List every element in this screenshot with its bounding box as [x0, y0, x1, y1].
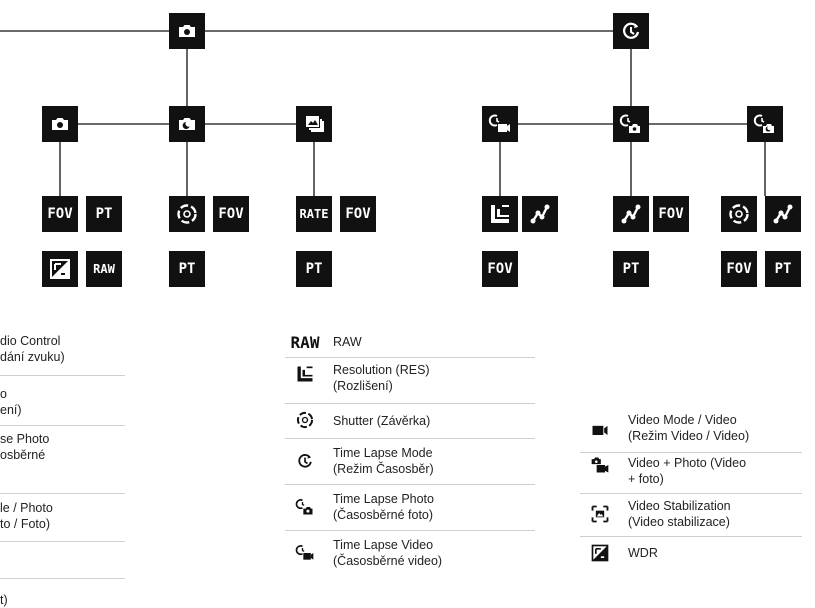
wdr-icon [50, 259, 70, 279]
protune-setting-tile: PT [296, 251, 332, 287]
legend-label: WDR [628, 546, 658, 560]
legend-label: Time Lapse Photo (Časosběrné foto) [333, 492, 434, 522]
raw-setting-tile: RAW [86, 251, 122, 287]
wdr-icon [591, 544, 609, 562]
legend-row-timelapse-photo: Time Lapse Photo (Časosběrné foto) [285, 485, 535, 531]
legend-label: Video Mode / Video (Režim Video / Video) [628, 413, 750, 443]
legend-row-timelapse-video: Time Lapse Video (Časosběrné video) [285, 531, 535, 576]
legend-row-timelapse-mode: Time Lapse Mode (Režim Časosběr) [285, 439, 535, 485]
legend-row-raw: RAW RAW [285, 330, 535, 358]
root-photo-mode-tile [169, 13, 205, 49]
legend-row-wdr: WDR [580, 537, 802, 571]
burst-mode-tile [296, 106, 332, 142]
shutter-icon [729, 204, 749, 224]
shutter-icon [296, 411, 314, 429]
fov-setting-tile: FOV [340, 196, 376, 232]
legend-label: Resolution (RES) (Rozlišení) [333, 363, 430, 393]
legend-label: Time Lapse Video (Časosběrné video) [333, 538, 443, 568]
legend-row-video-photo: Video + Photo (Video + foto) [580, 453, 802, 494]
resolution-icon [491, 205, 509, 223]
burst-icon [306, 116, 324, 132]
root-timelapse-mode-tile [613, 13, 649, 49]
video-icon [592, 425, 608, 435]
legend-label: Video Stabilization (Video stabilizace) [628, 499, 731, 529]
fov-setting-tile: FOV [482, 251, 518, 287]
camera-icon [52, 118, 68, 130]
wdr-setting-tile [42, 251, 78, 287]
camera-icon [179, 25, 195, 37]
legend-left-line: le / Photo [0, 501, 53, 515]
legend-left-line: osběrné [0, 448, 46, 462]
timelapse-photo-icon [619, 114, 640, 133]
timelapse-video-icon [488, 114, 510, 132]
legend-left-line: to / Foto) [0, 517, 51, 531]
legend-label: Shutter (Závěrka) [333, 414, 431, 428]
fov-setting-tile: FOV [721, 251, 757, 287]
mode-tree-connectors [0, 30, 766, 196]
legend-label: RAW [333, 335, 362, 349]
timelapse-icon [298, 454, 312, 468]
protune-setting-tile: PT [613, 251, 649, 287]
shutter-setting-tile [721, 196, 757, 232]
interval-setting-tile [522, 196, 558, 232]
night-photo-mode-tile [169, 106, 205, 142]
photo-mode-tile [42, 106, 78, 142]
legend-row-shutter: Shutter (Závěrka) [285, 404, 535, 439]
protune-setting-tile: PT [169, 251, 205, 287]
interval-setting-tile [765, 196, 801, 232]
interval-icon [773, 204, 793, 224]
legend-left-line: se Photo [0, 432, 50, 446]
fov-setting-tile: FOV [213, 196, 249, 232]
legend-left-line: dání zvuku) [0, 350, 65, 364]
fov-setting-tile: FOV [42, 196, 78, 232]
legend-row-resolution: Resolution (RES) (Rozlišení) [285, 358, 535, 404]
stabilization-icon [591, 505, 609, 523]
timelapse-photo-icon [295, 499, 313, 515]
timelapse-photo-mode-tile [613, 106, 649, 142]
legend-left-line: dio Control [0, 334, 61, 348]
protune-setting-tile: PT [86, 196, 122, 232]
night-lapse-mode-tile [747, 106, 783, 142]
interval-setting-tile [613, 196, 649, 232]
night-lapse-icon [753, 114, 774, 133]
legend-right: Video Mode / Video (Režim Video / Video)… [580, 408, 802, 588]
timelapse-video-mode-tile [482, 106, 518, 142]
night-photo-icon [179, 118, 195, 130]
raw-glyph: RAW [290, 333, 320, 352]
rate-setting-tile: RATE [296, 196, 332, 232]
video-photo-icon [591, 457, 609, 473]
legend-row-video-mode: Video Mode / Video (Režim Video / Video) [580, 408, 802, 453]
shutter-setting-tile [169, 196, 205, 232]
legend-middle: RAW RAW Resolution (RES) (Rozlišení) Shu… [285, 330, 535, 590]
timelapse-icon [623, 22, 640, 39]
fov-setting-tile: FOV [653, 196, 689, 232]
legend-label: Video + Photo (Video + foto) [628, 456, 747, 486]
legend-label: Time Lapse Mode (Režim Časosběr) [333, 446, 434, 476]
shutter-icon [177, 204, 197, 224]
protune-setting-tile: PT [765, 251, 801, 287]
interval-icon [530, 204, 550, 224]
legend-row-stabilization: Video Stabilization (Video stabilizace) [580, 494, 802, 537]
resolution-setting-tile [482, 196, 518, 232]
timelapse-video-icon [295, 545, 314, 560]
legend-left-line: ení) [0, 403, 22, 417]
interval-icon [621, 204, 641, 224]
legend-left-line: o [0, 387, 7, 401]
legend-left-line: t) [0, 593, 8, 607]
resolution-icon [297, 366, 313, 382]
